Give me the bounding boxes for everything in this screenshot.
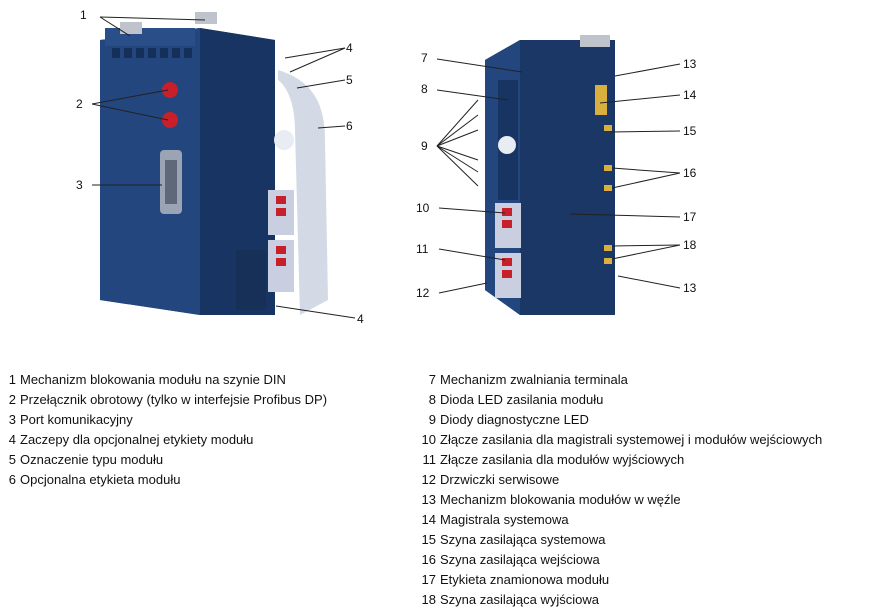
legend-text: Mechanizm zwalniania terminala [440,372,628,387]
callout-number: 15 [683,124,697,138]
legend-number: 16 [421,552,436,567]
rotary-switch [162,112,178,128]
io-module-illustration [485,35,615,315]
callout-number: 18 [683,238,697,252]
leader-lines [91,16,681,319]
callout-number: 9 [421,139,428,153]
ge-logo [274,130,294,150]
legend-text: Przełącznik obrotowy (tylko w interfejsi… [20,392,328,407]
legend-number: 2 [8,392,16,407]
legend-text: Szyna zasilająca systemowa [440,532,606,547]
callout-number: 3 [76,178,83,192]
legend-number: 13 [421,492,436,507]
legend-text: Dioda LED zasilania modułu [440,392,604,407]
legend-number: 18 [421,592,436,607]
legend-text: Drzwiczki serwisowe [440,472,560,487]
legend-text: Diody diagnostyczne LED [440,412,589,427]
module-illustrations [91,12,681,319]
optional-label [278,70,328,315]
callout-number: 7 [421,51,428,65]
callout-number: 8 [421,82,428,96]
legend-text: Szyna zasilająca wyjściowa [440,592,599,607]
legend-number: 12 [421,472,436,487]
legend-text: Zaczepy dla opcjonalnej etykiety modułu [20,432,254,447]
legend-text: Mechanizm blokowania modułów w węźle [440,492,681,507]
legend-number: 8 [428,392,436,407]
callout-number: 4 [346,41,353,55]
callout-number: 6 [346,119,353,133]
legend-number: 7 [428,372,436,387]
din-latch [120,22,142,34]
legend-text: Opcjonalna etykieta modułu [20,472,181,487]
system-bus [595,85,607,115]
legend-number: 4 [8,432,16,447]
rotary-switch [162,82,178,98]
callout-number: 12 [416,286,430,300]
legend-number: 9 [428,412,436,427]
interface-module-illustration [100,12,328,315]
callout-number: 4 [357,312,364,326]
legend-text: Złącze zasilania dla magistrali systemow… [440,432,823,447]
callout-number: 5 [346,73,353,87]
legend-number: 1 [8,372,16,387]
legend-text: Etykieta znamionowa modułu [440,572,610,587]
callout-number: 10 [416,201,430,215]
callout-number: 13 [683,281,697,295]
din-latch [195,12,217,24]
legend-text: Magistrala systemowa [440,512,569,527]
legend-number: 15 [421,532,436,547]
callout-number: 13 [683,57,697,71]
legend-number: 5 [8,452,16,467]
callout-number: 1 [80,8,87,22]
legend-number: 11 [422,452,437,467]
callout-number: 14 [683,88,697,102]
legend-number: 3 [8,412,16,427]
legend-text: Złącze zasilania dla modułów wyjściowych [440,452,685,467]
legend-text: Szyna zasilająca wejściowa [440,552,600,567]
legend-number: 14 [421,512,436,527]
legend-text: Oznaczenie typu modułu [20,452,164,467]
legend-text: Mechanizm blokowania modułu na szynie DI… [20,372,286,387]
ge-logo [498,136,516,154]
callout-number: 16 [683,166,697,180]
legend-text: Port komunikacyjny [20,412,133,427]
callout-number: 2 [76,97,83,111]
legend-number: 10 [421,432,436,447]
legend-number: 17 [421,572,436,587]
legend-number: 6 [8,472,16,487]
callout-number: 17 [683,210,697,224]
callout-number: 11 [416,242,429,256]
